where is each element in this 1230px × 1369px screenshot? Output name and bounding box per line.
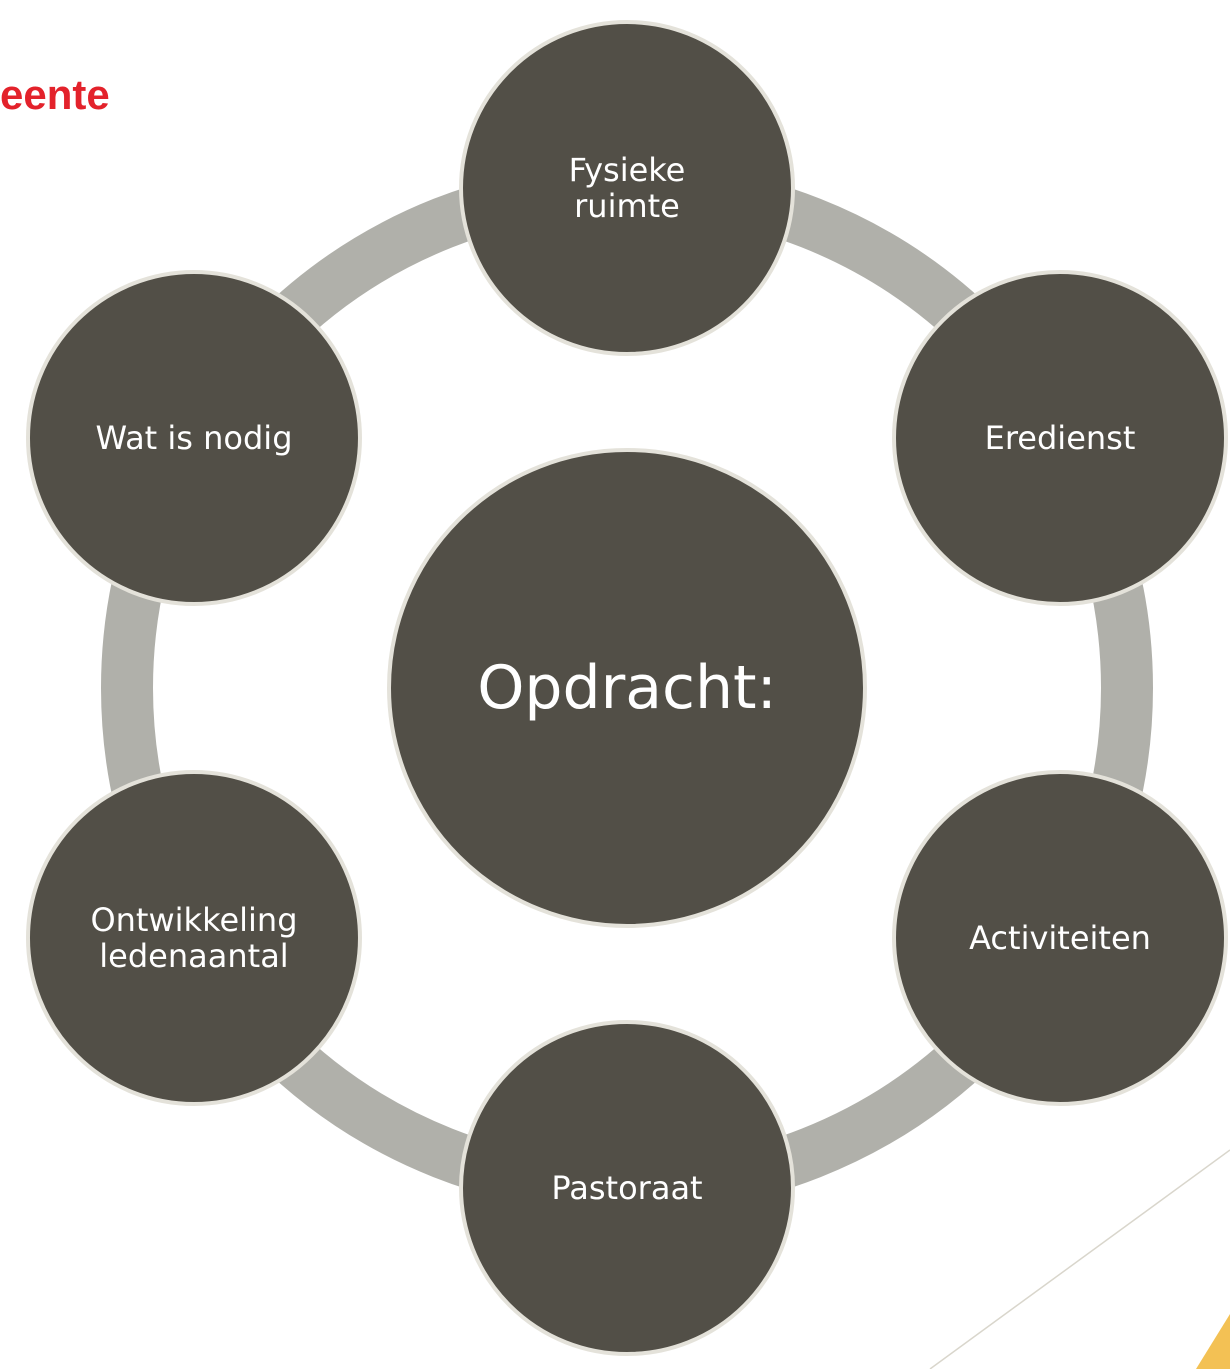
- node-label-line: ruimte: [574, 187, 680, 225]
- node-label-line: Fysieke: [569, 151, 686, 189]
- center-node: Opdracht:: [387, 448, 867, 928]
- node-label-line: Wat is nodig: [95, 419, 292, 457]
- node-activiteiten: Activiteiten: [892, 770, 1229, 1106]
- node-label-line: ledenaantal: [99, 937, 288, 975]
- node-circle: [25, 770, 362, 1106]
- node-circle: [25, 270, 362, 606]
- node-label: Pastoraat: [551, 1169, 702, 1207]
- node-label: Wat is nodig: [95, 419, 292, 457]
- node-circle: [892, 270, 1229, 606]
- node-circle: [892, 770, 1229, 1106]
- decorative-corner-triangle: [1196, 1314, 1230, 1369]
- node-circle: [459, 1020, 795, 1356]
- center-label: Opdracht:: [477, 653, 777, 723]
- node-label-line: Eredienst: [985, 419, 1136, 457]
- node-circle: [459, 20, 795, 356]
- node-label-line: Pastoraat: [551, 1169, 702, 1207]
- logo-text: eente: [0, 71, 110, 118]
- node-label: Eredienst: [985, 419, 1136, 457]
- decorative-diagonal-line: [929, 1149, 1230, 1369]
- node-eredienst: Eredienst: [892, 270, 1229, 606]
- node-pastoraat: Pastoraat: [459, 1020, 795, 1356]
- node-label-line: Ontwikkeling: [90, 901, 297, 939]
- node-label: Activiteiten: [969, 919, 1151, 957]
- node-wat-is-nodig: Wat is nodig: [25, 270, 362, 606]
- node-label-line: Activiteiten: [969, 919, 1151, 957]
